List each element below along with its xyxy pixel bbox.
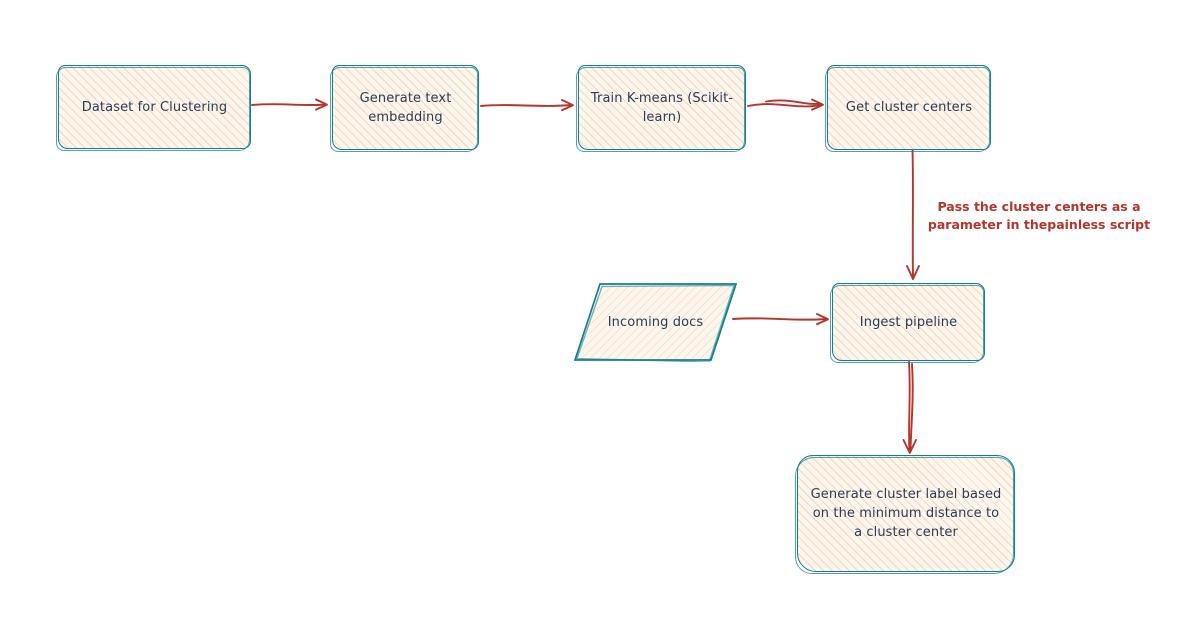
node-label: Train K-means (Scikit-learn)	[590, 90, 734, 125]
node-shape-rounded-rectangle	[578, 65, 746, 150]
edge-embedding-to-train	[480, 99, 574, 112]
node-dataset-for-clustering[interactable]: Dataset for Clustering	[56, 65, 251, 151]
edge-ingest-to-cluster-label	[902, 361, 917, 454]
node-generate-cluster-label[interactable]: Generate cluster label based on the mini…	[795, 455, 1015, 574]
node-shape-parallelogram	[573, 282, 738, 362]
node-shape-rounded-rectangle	[797, 455, 1015, 572]
edge-annotation-pass-cluster-centers: Pass the cluster centers as a parameter …	[927, 199, 1151, 232]
node-label: Incoming docs	[607, 314, 704, 330]
node-shape-rounded-rectangle	[332, 65, 479, 150]
edge-centers-to-ingest	[906, 149, 920, 280]
node-label: Generate cluster label based on the mini…	[810, 487, 1002, 540]
node-incoming-docs[interactable]: Incoming docs	[573, 282, 738, 362]
node-label: Dataset for Clustering	[81, 99, 228, 115]
node-shape-rounded-rectangle	[827, 65, 991, 150]
node-shape-rounded-rectangle	[58, 65, 251, 149]
node-ingest-pipeline[interactable]: Ingest pipeline	[830, 283, 985, 363]
node-shape-rounded-rectangle	[832, 283, 985, 361]
node-label: Generate text embedding	[359, 90, 452, 125]
edge-incoming-to-ingest	[732, 313, 829, 326]
node-train-kmeans[interactable]: Train K-means (Scikit-learn)	[576, 65, 746, 152]
node-label: Ingest pipeline	[859, 314, 958, 330]
node-label: Get cluster centers	[845, 100, 973, 115]
node-generate-text-embedding[interactable]: Generate text embedding	[330, 65, 479, 152]
edge-dataset-to-embedding	[251, 98, 328, 111]
node-get-cluster-centers[interactable]: Get cluster centers	[825, 65, 991, 152]
edge-train-to-centers	[747, 98, 824, 111]
